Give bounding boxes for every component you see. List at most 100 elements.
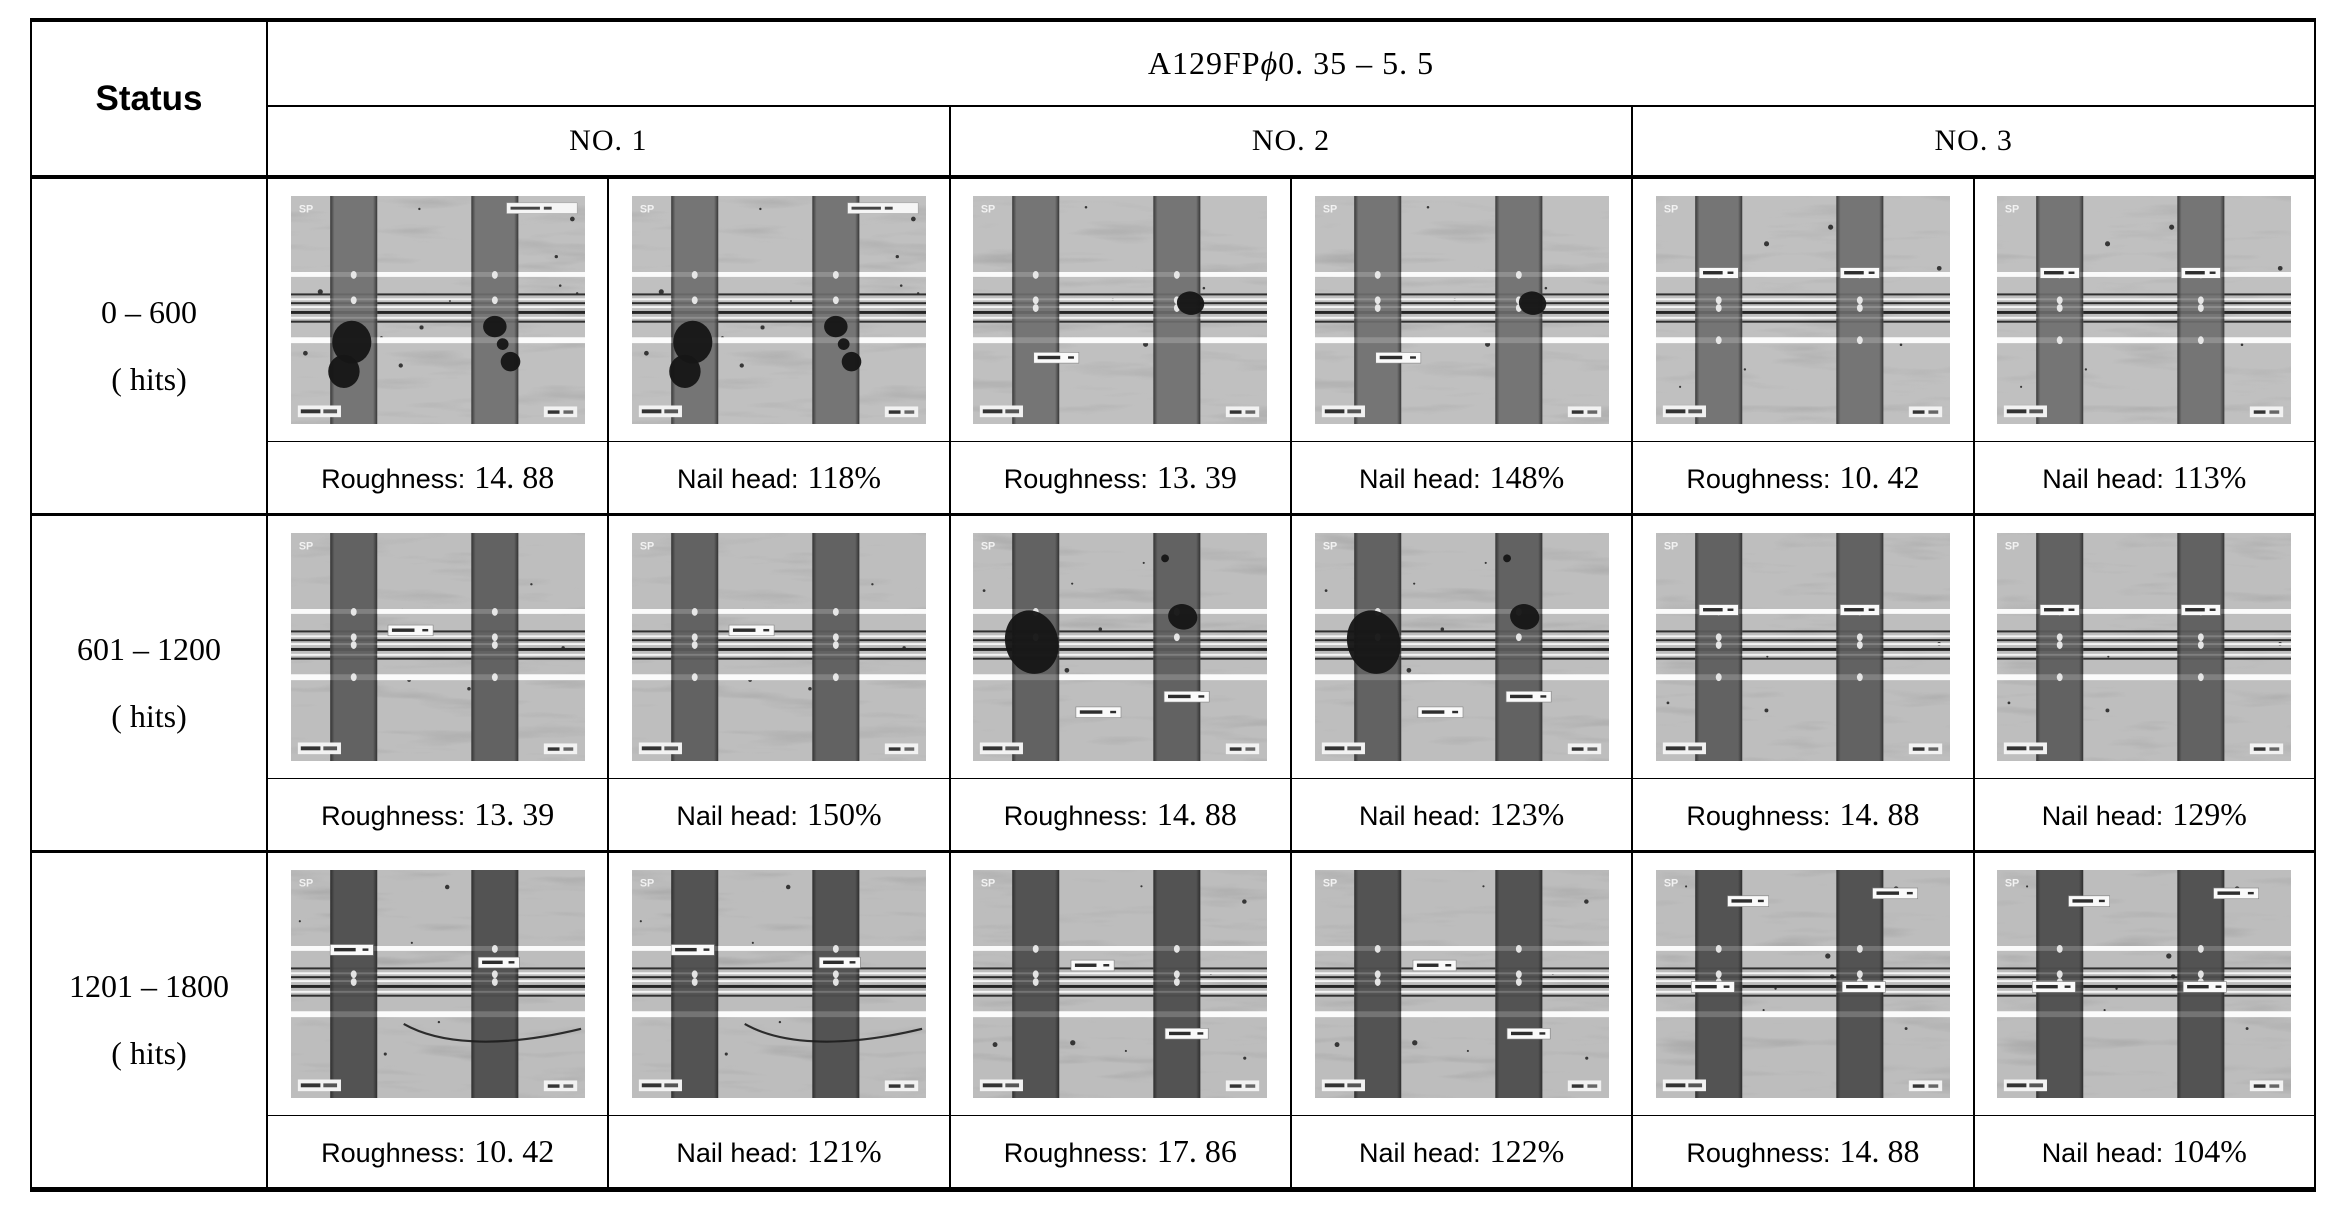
measurement-cell: Roughness: 17. 86 bbox=[948, 1115, 1292, 1191]
measurement-cell: Nail head:122% bbox=[1289, 1115, 1634, 1191]
micrograph-image: SP bbox=[1997, 533, 2292, 761]
measurement-cell: Nail head: 150% bbox=[607, 778, 951, 853]
status-cell-1201-1800: 1201 – 1800 ( hits) bbox=[30, 851, 268, 1191]
measurement-cell: Roughness: 14. 88 bbox=[1631, 778, 1975, 853]
probe-model-suffix: 0. 35 – 5. 5 bbox=[1278, 45, 1435, 81]
micrograph-image: SP bbox=[1655, 533, 1950, 761]
measurement-label: Roughness: bbox=[1003, 464, 1148, 494]
measurement-label: Nail head: bbox=[676, 464, 799, 494]
svg-text:SP: SP bbox=[1664, 204, 1678, 216]
measurement-label: Roughness: bbox=[1686, 464, 1831, 494]
status-unit: ( hits) bbox=[111, 361, 187, 397]
measurement-value: 113% bbox=[2172, 459, 2247, 495]
probe-mark-table: Status A129FPϕ0. 35 – 5. 5 NO. 1 NO. 2 N… bbox=[30, 18, 2317, 1192]
micrograph-image: SP bbox=[631, 870, 926, 1098]
svg-text:SP: SP bbox=[1322, 878, 1336, 890]
status-range: 1201 – 1800 bbox=[69, 968, 229, 1004]
measurement-cell: Nail head: 118% bbox=[607, 441, 951, 516]
svg-text:SP: SP bbox=[2005, 204, 2019, 216]
measurement-cell: Roughness: 14. 88 bbox=[948, 778, 1292, 853]
measurement-cell: Roughness: 10. 42 bbox=[265, 1115, 610, 1191]
status-range: 601 – 1200 bbox=[77, 631, 221, 667]
measurement-value: 13. 39 bbox=[474, 796, 555, 832]
measurement-label: Nail head: bbox=[2042, 464, 2164, 494]
svg-text:SP: SP bbox=[1322, 204, 1336, 216]
micrograph-image: SP bbox=[290, 196, 585, 424]
svg-text:SP: SP bbox=[1664, 541, 1678, 553]
measurement-value: 13. 39 bbox=[1156, 459, 1237, 495]
micrograph-image: SP bbox=[1655, 870, 1950, 1098]
measurement-value: 121% bbox=[806, 1133, 882, 1169]
measurement-value: 129% bbox=[2172, 796, 2247, 832]
measurement-cell: Nail head: 121% bbox=[607, 1115, 951, 1191]
micrograph-image: SP bbox=[631, 533, 926, 761]
column-header-no2: NO. 2 bbox=[948, 106, 1634, 179]
measurement-value: 10. 42 bbox=[474, 1133, 555, 1169]
measurement-cell: Nail head: 129% bbox=[1972, 778, 2317, 853]
measurement-value: 148% bbox=[1489, 459, 1565, 495]
micrograph-image: SP bbox=[1314, 196, 1609, 424]
measurement-value: 17. 86 bbox=[1156, 1133, 1237, 1169]
measurement-cell: Roughness: 13. 39 bbox=[265, 778, 610, 853]
status-cell-0-600: 0 – 600 ( hits) bbox=[30, 177, 268, 516]
svg-text:SP: SP bbox=[640, 204, 654, 216]
micrograph-image: SP bbox=[631, 196, 926, 424]
measurement-label: Roughness: bbox=[321, 1138, 466, 1168]
status-unit: ( hits) bbox=[111, 1035, 187, 1071]
measurement-label: Roughness: bbox=[1003, 801, 1148, 831]
measurement-cell: Nail head: 123% bbox=[1289, 778, 1634, 853]
svg-text:SP: SP bbox=[2005, 878, 2019, 890]
measurement-label: Nail head: bbox=[676, 1138, 798, 1168]
svg-text:SP: SP bbox=[298, 541, 312, 553]
measurement-value: 14. 88 bbox=[1839, 796, 1920, 832]
measurement-cell: Nail head: 104% bbox=[1972, 1115, 2317, 1191]
svg-text:SP: SP bbox=[298, 204, 312, 216]
svg-text:SP: SP bbox=[981, 541, 995, 553]
probe-model-prefix: A129FP bbox=[1147, 45, 1261, 81]
measurement-value: 150% bbox=[806, 796, 882, 832]
status-range: 0 – 600 bbox=[101, 294, 197, 330]
micrograph-image: SP bbox=[1997, 196, 2292, 424]
measurement-cell: Nail head: 148% bbox=[1289, 441, 1634, 516]
measurement-value: 104% bbox=[2172, 1133, 2247, 1169]
status-header: Status bbox=[30, 20, 268, 179]
measurement-value: 14. 88 bbox=[1839, 1133, 1920, 1169]
micrograph-image: SP bbox=[1314, 870, 1609, 1098]
measurement-label: Roughness: bbox=[1686, 801, 1831, 831]
svg-text:SP: SP bbox=[1664, 878, 1678, 890]
measurement-cell: Nail head: 113% bbox=[1972, 441, 2317, 516]
measurement-label: Nail head: bbox=[1359, 464, 1481, 494]
phi-symbol: ϕ bbox=[1260, 45, 1279, 81]
measurement-cell: Roughness: 10. 42 bbox=[1631, 441, 1975, 516]
measurement-label: Nail head: bbox=[1359, 801, 1481, 831]
micrograph-image: SP bbox=[1655, 196, 1950, 424]
measurement-cell: Roughness: 14. 88 bbox=[1631, 1115, 1975, 1191]
micrograph-image: SP bbox=[973, 533, 1268, 761]
measurement-cell: Roughness: 13. 39 bbox=[948, 441, 1292, 516]
measurement-value: 10. 42 bbox=[1839, 459, 1920, 495]
micrograph-image: SP bbox=[290, 533, 585, 761]
svg-text:SP: SP bbox=[981, 204, 995, 216]
micrograph-image: SP bbox=[973, 870, 1268, 1098]
measurement-value: 123% bbox=[1489, 796, 1565, 832]
measurement-value: 118% bbox=[807, 459, 882, 495]
measurement-label: Nail head: bbox=[676, 801, 798, 831]
micrograph-image: SP bbox=[1997, 870, 2292, 1098]
probe-model-header: A129FPϕ0. 35 – 5. 5 bbox=[266, 20, 2316, 107]
column-header-no1: NO. 1 bbox=[266, 106, 951, 179]
svg-text:SP: SP bbox=[640, 541, 654, 553]
measurement-label: Roughness: bbox=[321, 464, 466, 494]
measurement-label: Nail head: bbox=[2041, 1138, 2164, 1168]
measurement-cell: Roughness: 14. 88 bbox=[265, 441, 610, 516]
measurement-value: 14. 88 bbox=[1156, 796, 1237, 832]
micrograph-image: SP bbox=[1314, 533, 1609, 761]
measurement-value: 14. 88 bbox=[474, 459, 555, 495]
measurement-label: Roughness: bbox=[321, 801, 466, 831]
micrograph-image: SP bbox=[973, 196, 1268, 424]
measurement-label: Roughness: bbox=[1003, 1138, 1148, 1168]
svg-text:SP: SP bbox=[640, 878, 654, 890]
measurement-label: Roughness: bbox=[1686, 1138, 1831, 1168]
measurement-label: Nail head: bbox=[2041, 801, 2164, 831]
svg-text:SP: SP bbox=[981, 878, 995, 890]
